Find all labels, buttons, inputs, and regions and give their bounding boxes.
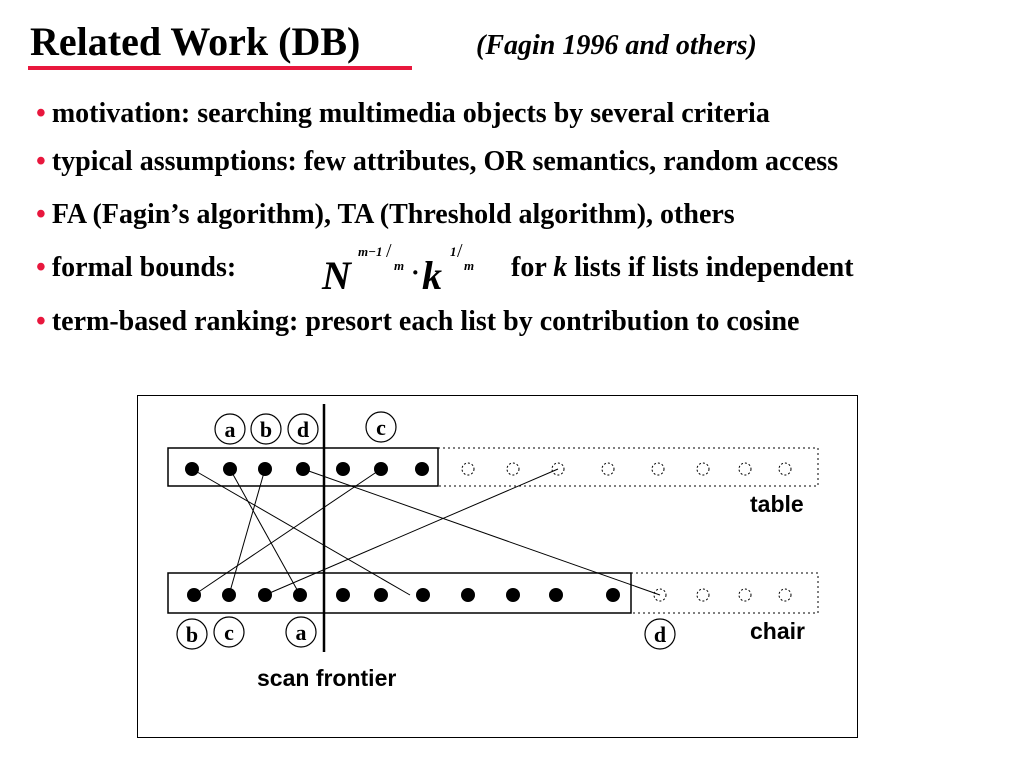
bullet-text: formal bounds: [51,252,237,283]
unscanned-item-dot [778,462,792,476]
list-label-bottom: chair [750,618,805,644]
bottom-letter: a [296,620,307,645]
scanned-item-dot [416,588,430,602]
formula-tail-var: k [553,252,568,283]
formula: N m−1 / m · k 1 / m [318,238,498,298]
bullet-4: •formal bounds: [36,252,236,284]
list-label-top: table [750,491,804,517]
title-underline [28,66,412,70]
unscanned-item-dot [738,588,752,602]
bullet-dot: • [36,98,46,129]
bottom-letter-circle [285,616,317,648]
top-letter: d [297,417,309,442]
formula-base-exp-den: m [394,258,405,273]
connection-line [191,468,411,596]
connection-lines [191,468,661,596]
formula-base: N [322,253,351,298]
formula-factor-exp-slash: / [457,240,463,262]
formula-factor-exp-num: 1 [450,244,457,259]
formula-tail-pre: for [511,252,554,283]
unscanned-item-dot [651,462,665,476]
unscanned-item-dot [653,588,667,602]
unscanned-item-dot [738,462,752,476]
scanned-item-dot [606,588,620,602]
scan-frontier-label: scan frontier [257,665,396,691]
bullet-text: term-based ranking: presort each list by… [51,306,800,337]
bottom-letter-circle [213,616,245,648]
top-letter: a [225,417,236,442]
bottom-letter-circle [176,618,208,650]
scanned-item-dot [336,588,350,602]
top-list [167,447,819,487]
formula-tail-post: lists if lists independent [567,252,854,283]
scanned-item-dot [506,588,520,602]
unscanned-item-dot [551,462,565,476]
bullet-1: •motivation: searching multimedia object… [36,98,770,130]
top-letter-circle [365,411,397,443]
bullet-dot: • [36,252,46,283]
unscanned-item-dot [696,588,710,602]
bullet-dot: • [36,146,46,177]
unscanned-item-dot [696,462,710,476]
top-letter: b [260,417,272,442]
top-dots [185,462,792,476]
bullet-2: •typical assumptions: few attributes, OR… [36,146,838,178]
scanned-item-dot [549,588,563,602]
top-unscanned-box [437,447,819,487]
top-letter-markers: a b d c [214,411,397,445]
bottom-letter: d [654,622,666,647]
bullet-text: FA (Fagin’s algorithm), TA (Threshold al… [51,199,735,230]
top-letter-circle [287,413,319,445]
formula-factor: k [422,253,442,298]
diagram-svg: a b d c b c a d table chair scan frontie… [167,404,819,691]
bullet-text: typical assumptions: few attributes, OR … [51,146,839,177]
connection-line [264,468,559,596]
connection-line [302,468,661,596]
bottom-letter: c [224,620,234,645]
slide-subtitle: (Fagin 1996 and others) [476,30,757,61]
bottom-list [167,572,819,614]
bottom-letter-markers: b c a d [176,616,676,650]
scanned-item-dot [374,588,388,602]
unscanned-item-dot [461,462,475,476]
bullet-5: •term-based ranking: presort each list b… [36,306,800,338]
bottom-scanned-box [167,572,632,614]
bottom-letter-circle [644,618,676,650]
top-letter-circle [250,413,282,445]
unscanned-item-dot [506,462,520,476]
bullet-dot: • [36,199,46,230]
bottom-letter: b [186,622,198,647]
connection-line [229,468,301,596]
top-letter-circle [214,413,246,445]
formula-tail: for k lists if lists independent [511,252,854,284]
formula-base-exp-slash: / [386,240,392,262]
unscanned-item-dot [601,462,615,476]
diagram-box: a b d c b c a d table chair scan frontie… [137,395,858,738]
bottom-unscanned-box [630,572,819,614]
connection-line [193,468,382,596]
bullet-text: motivation: searching multimedia objects… [51,98,770,129]
formula-dot: · [411,258,420,287]
scanned-item-dot [461,588,475,602]
bullet-dot: • [36,306,46,337]
top-letter: c [376,415,386,440]
formula-base-exp-num: m−1 [358,244,383,259]
formula-factor-exp-den: m [464,258,475,273]
slide-title: Related Work (DB) [30,19,361,64]
scanned-item-dot [415,462,429,476]
connection-line [228,468,266,596]
scanned-item-dot [336,462,350,476]
unscanned-item-dot [778,588,792,602]
bullet-3: •FA (Fagin’s algorithm), TA (Threshold a… [36,199,735,231]
